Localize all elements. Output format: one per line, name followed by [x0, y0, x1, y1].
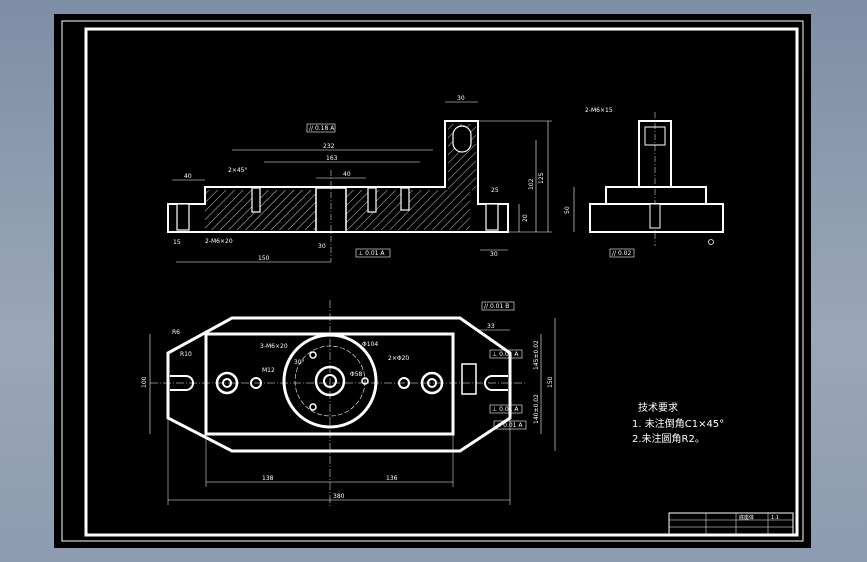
tech-requirements: 技术要求 1. 未注倒角C1×45° 2.未注圆角R2。 — [632, 401, 724, 445]
side-tol-frame — [609, 248, 635, 258]
front-dim-102: 102 — [528, 178, 535, 190]
front-center-bore — [315, 187, 347, 233]
title-block-labels: 底座体 1:1 — [739, 514, 779, 521]
title-block-frame — [668, 512, 794, 535]
front-dim-30-right: 30 — [490, 251, 498, 258]
front-tol-top-frame — [306, 123, 336, 133]
front-dim-40-mid: 40 — [343, 171, 351, 178]
top-view — [149, 300, 556, 508]
front-tol-bottom-frame — [355, 248, 391, 258]
top-dim-3m6: 3-M6×20 — [260, 343, 288, 350]
top-dim-m12: M12 — [262, 367, 275, 374]
top-dim-145: 145±0.02 — [533, 340, 540, 370]
front-view-labels: 40 2×45° 232 163 40 30 125 102 25 20 30 … — [173, 95, 545, 262]
front-dim-2x45: 2×45° — [228, 167, 247, 174]
front-dim-30-bottom: 30 — [318, 243, 326, 250]
side-dim-tol: // 0.02 — [612, 250, 631, 257]
top-bolt-hole-1 — [309, 351, 317, 359]
side-view — [573, 112, 724, 258]
front-right-hole — [485, 203, 499, 231]
side-dim-m6x15: 2-M6×15 — [585, 107, 613, 114]
top-dim-140: 140±0.02 — [533, 394, 540, 424]
title-block — [668, 512, 794, 535]
front-tol-top: // 0.18 A — [309, 125, 335, 132]
top-bolt-hole-2 — [309, 403, 317, 411]
top-tol-frame-1 — [481, 301, 515, 311]
side-dim-50: 50 — [564, 206, 571, 214]
top-tol-1: // 0.01 B — [484, 303, 509, 310]
top-tol-4: ⊥ 0.01 A — [496, 422, 523, 429]
front-dim-20: 20 — [522, 214, 529, 222]
top-dim-phi104: Φ104 — [362, 341, 378, 348]
outer-border — [61, 20, 804, 542]
front-slot-right — [400, 187, 410, 211]
top-side-lug — [461, 363, 477, 395]
side-datum-mark — [708, 239, 714, 245]
top-view-labels: 3-M6×20 Φ104 2×Φ20 M12 Φ58 30° R6 R10 33… — [141, 303, 554, 500]
front-dim-15: 15 — [173, 239, 181, 246]
top-outer-outline — [166, 316, 512, 453]
tech-line-1: 1. 未注倒角C1×45° — [632, 417, 724, 430]
drawing-frame — [84, 27, 799, 537]
top-dim-2x20: 2×Φ20 — [388, 355, 409, 362]
front-dim-m6: 2-M6×20 — [205, 238, 233, 245]
top-tol-2: ⊥ 0.01 A — [492, 351, 519, 358]
top-dim-100: 100 — [141, 376, 148, 388]
top-tol-frame-3 — [489, 404, 523, 414]
top-dim-r6: R6 — [172, 329, 180, 336]
tech-line-2: 2.未注圆角R2。 — [632, 432, 705, 445]
top-tol-3: ⊥ 0.01 A — [492, 406, 519, 413]
front-dim-163: 163 — [326, 155, 338, 162]
top-tol-frame-2 — [489, 349, 523, 359]
title-block-part-name: 底座体 — [739, 514, 754, 521]
side-slot — [649, 203, 661, 229]
top-bolt-hole-3 — [361, 377, 369, 385]
top-dim-33: 33 — [487, 323, 495, 330]
front-dim-150: 150 — [258, 255, 270, 262]
top-dim-138: 138 — [262, 475, 274, 482]
front-dim-232: 232 — [323, 143, 335, 150]
side-view-labels: 2-M6×15 50 // 0.02 — [564, 107, 631, 257]
tech-title: 技术要求 — [638, 401, 678, 414]
front-dim-125: 125 — [538, 172, 545, 184]
top-dim-380: 380 — [333, 493, 345, 500]
front-slot-left — [251, 187, 261, 213]
top-dim-r10: R10 — [180, 351, 192, 358]
top-tol-frame-4 — [493, 420, 527, 430]
front-dim-40-left: 40 — [184, 173, 192, 180]
front-view — [167, 101, 552, 263]
title-block-sheet: 1:1 — [771, 515, 779, 521]
front-dim-30-top: 30 — [457, 95, 465, 102]
front-dim-25: 25 — [491, 187, 499, 194]
front-tol-bottom: ⊥ 0.01 A — [358, 250, 385, 257]
top-dim-phi58: Φ58 — [350, 371, 363, 378]
top-dim-150-right: 150 — [547, 376, 554, 388]
front-slot-mid — [367, 187, 377, 213]
drawing-sheet — [54, 14, 811, 548]
front-left-hole — [176, 203, 190, 231]
front-upright-hole — [452, 125, 472, 153]
top-dim-136: 136 — [386, 475, 398, 482]
top-dim-30deg: 30° — [294, 359, 305, 366]
